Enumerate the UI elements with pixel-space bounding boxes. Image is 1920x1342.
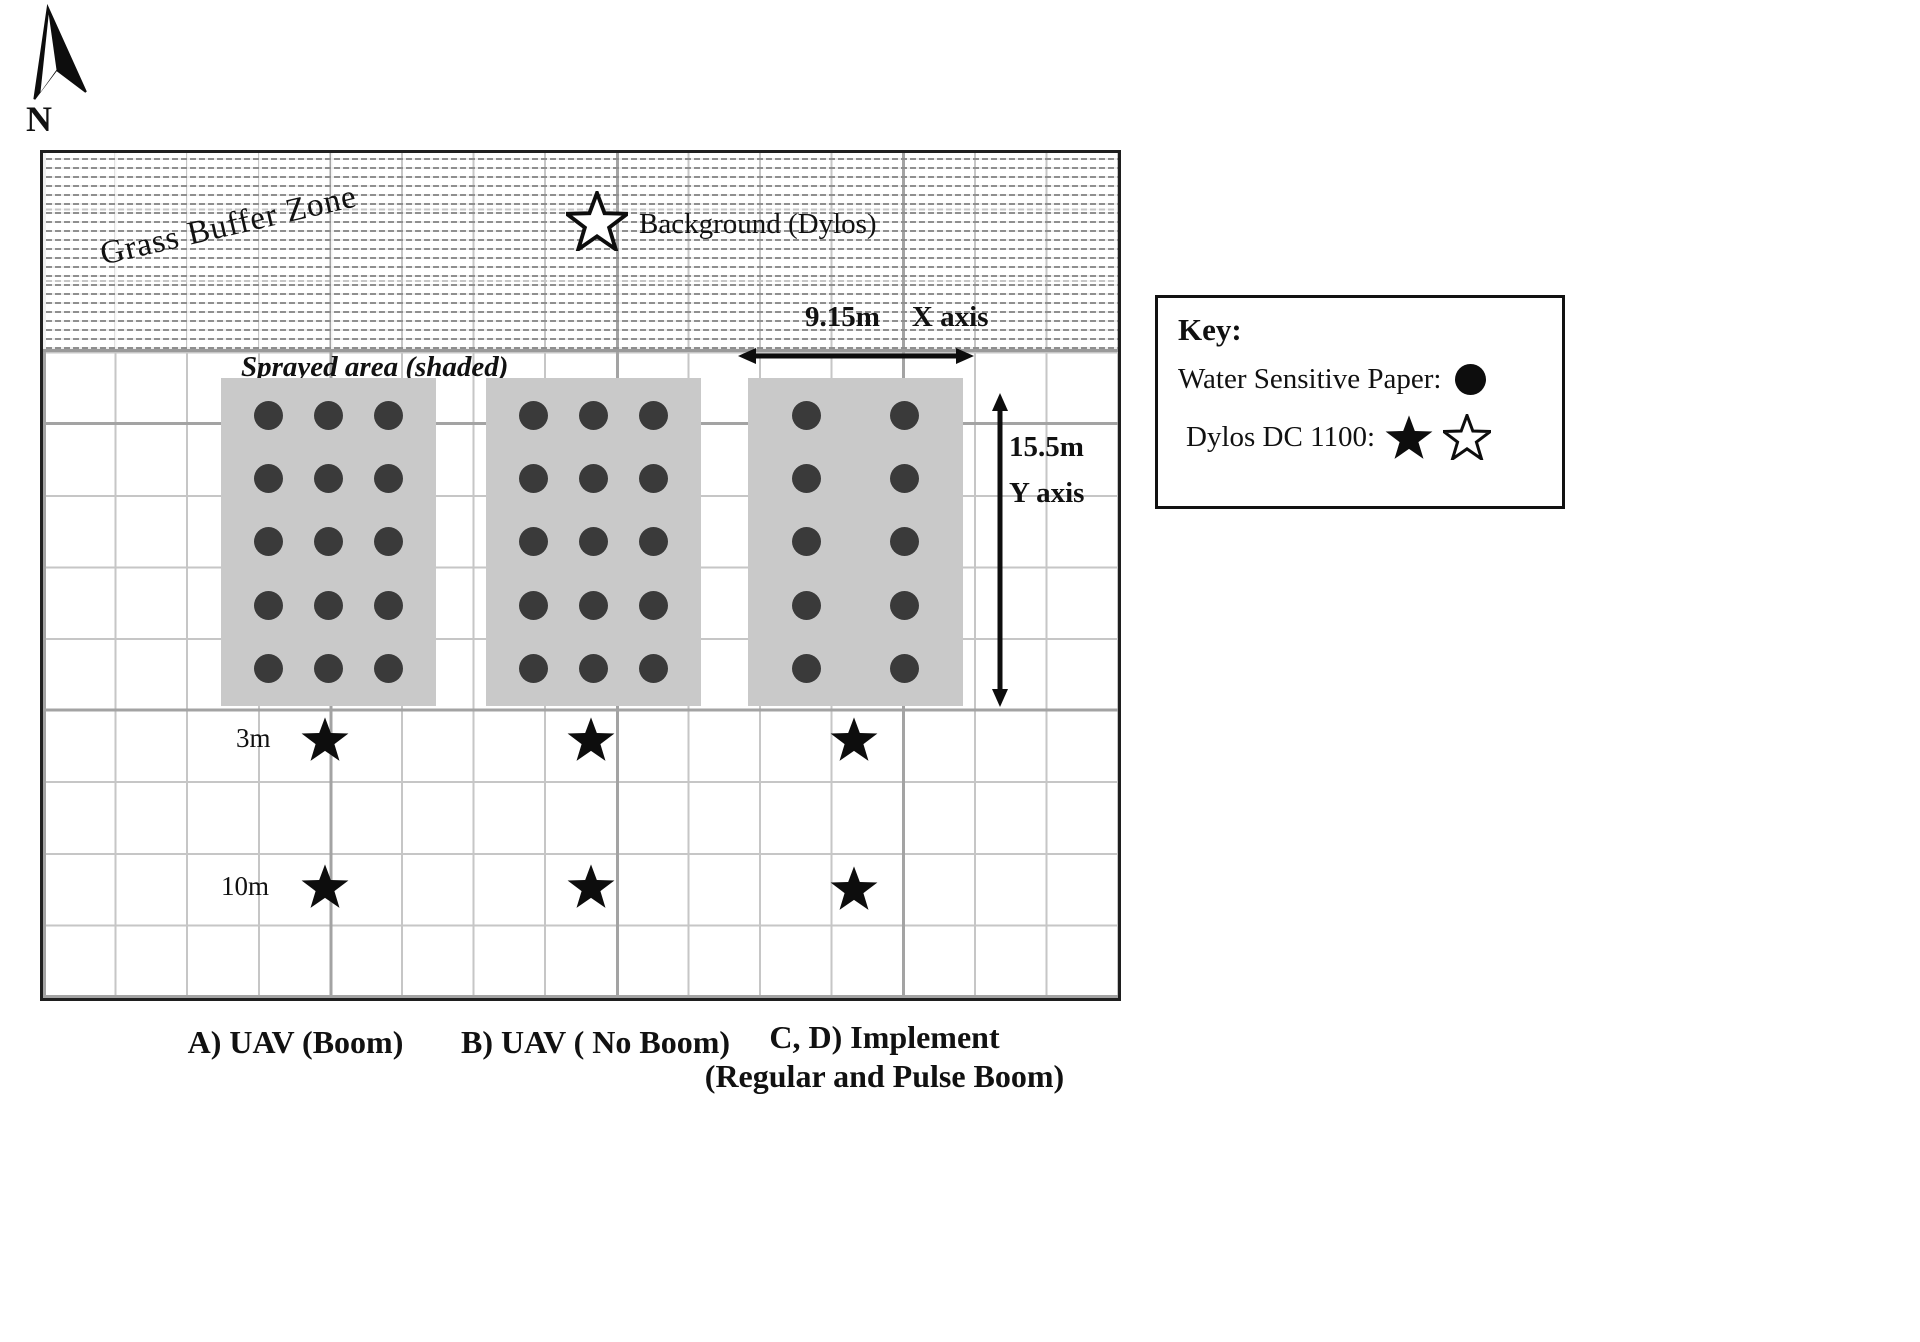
water-sensitive-paper-dot [313,590,343,620]
water-sensitive-paper-dot [254,653,284,683]
water-sensitive-paper-dot [889,401,919,431]
water-sensitive-paper-dot [519,401,549,431]
water-sensitive-paper-dot [373,401,403,431]
dylos-star-icon-c-10m [830,866,878,910]
dylos-star-icon-b-3m [567,717,615,761]
water-sensitive-paper-dot [519,653,549,683]
key-item-dylos: Dylos DC 1100: [1178,414,1542,460]
water-sensitive-paper-dot [578,653,608,683]
water-sensitive-paper-dot [889,527,919,557]
north-arrow-icon [33,4,87,100]
water-sensitive-paper-dot [254,527,284,557]
dylos-star-icon-c-3m [830,717,878,761]
x-axis-label: X axis [911,301,989,333]
distance-10m-label: 10m [221,871,270,901]
key-label-water-sensitive-paper: Water Sensitive Paper: [1178,363,1442,395]
key-legend: Key: Water Sensitive Paper: Dylos DC 110… [1155,295,1565,509]
water-sensitive-paper-dot [638,527,668,557]
water-sensitive-paper-dot [889,653,919,683]
water-sensitive-paper-dot [578,527,608,557]
water-sensitive-paper-dot [792,464,822,494]
caption-plot-b: B) UAV ( No Boom) [460,1024,731,1060]
water-sensitive-paper-dot [889,464,919,494]
water-sensitive-paper-dot [578,590,608,620]
water-sensitive-paper-dot [519,590,549,620]
x-dimension-label: 9.15m X axis [805,301,988,334]
water-sensitive-paper-dot [373,527,403,557]
north-label: N [26,99,52,139]
water-sensitive-paper-dot [519,464,549,494]
sprayed-plot-b [486,378,701,706]
distance-3m-label: 3m [236,723,271,753]
sprayed-plot-c [748,378,963,706]
water-sensitive-paper-dot [254,590,284,620]
field-grid: Grass Buffer Zone Background (Dylos) Spr… [40,150,1121,1001]
y-dimension-value: 15.5m [1009,431,1084,463]
water-sensitive-paper-dot [638,653,668,683]
water-sensitive-paper-dot [792,590,822,620]
water-sensitive-paper-dot [313,464,343,494]
x-dimension-value: 9.15m [805,301,880,333]
water-sensitive-paper-dot [254,401,284,431]
water-sensitive-paper-dot [373,653,403,683]
filled-circle-icon [1455,364,1487,395]
water-sensitive-paper-dot [313,653,343,683]
water-sensitive-paper-dot [313,401,343,431]
sprayed-plot-a [221,378,436,706]
open-star-icon [1443,414,1492,460]
dylos-star-icon-b-10m [567,864,615,908]
key-item-water-sensitive-paper: Water Sensitive Paper: [1178,363,1542,396]
key-title: Key: [1178,312,1242,347]
y-axis-label: Y axis [1009,477,1085,509]
dylos-star-icon-a-10m [301,864,349,908]
y-dimension-arrow-icon [992,393,1008,707]
water-sensitive-paper-dot [792,527,822,557]
water-sensitive-paper-dot [254,464,284,494]
filled-star-icon [1385,415,1433,459]
water-sensitive-paper-dot [313,527,343,557]
water-sensitive-paper-dot [373,590,403,620]
grass-buffer-zone [43,153,1118,352]
water-sensitive-paper-dot [638,590,668,620]
water-sensitive-paper-dot [373,464,403,494]
x-dimension-arrow-icon [738,348,974,364]
water-sensitive-paper-dot [578,464,608,494]
caption-plot-a: A) UAV (Boom) [187,1024,404,1060]
key-label-dylos: Dylos DC 1100: [1186,420,1376,453]
caption-plot-c-line1: C, D) Implement [769,1019,1000,1055]
water-sensitive-paper-dot [578,401,608,431]
water-sensitive-paper-dot [889,590,919,620]
sprayed-area-label: Sprayed area (shaded) [241,351,509,383]
background-dylos-open-star-icon [566,191,628,251]
water-sensitive-paper-dot [638,464,668,494]
dylos-star-icon-a-3m [301,717,349,761]
water-sensitive-paper-dot [792,401,822,431]
caption-plot-c-line2: (Regular and Pulse Boom) [704,1058,1065,1095]
water-sensitive-paper-dot [519,527,549,557]
background-dylos-label: Background (Dylos) [639,208,877,240]
caption-plot-c: C, D) Implement (Regular and Pulse Boom) [672,1018,1097,1096]
water-sensitive-paper-dot [638,401,668,431]
water-sensitive-paper-dot [792,653,822,683]
